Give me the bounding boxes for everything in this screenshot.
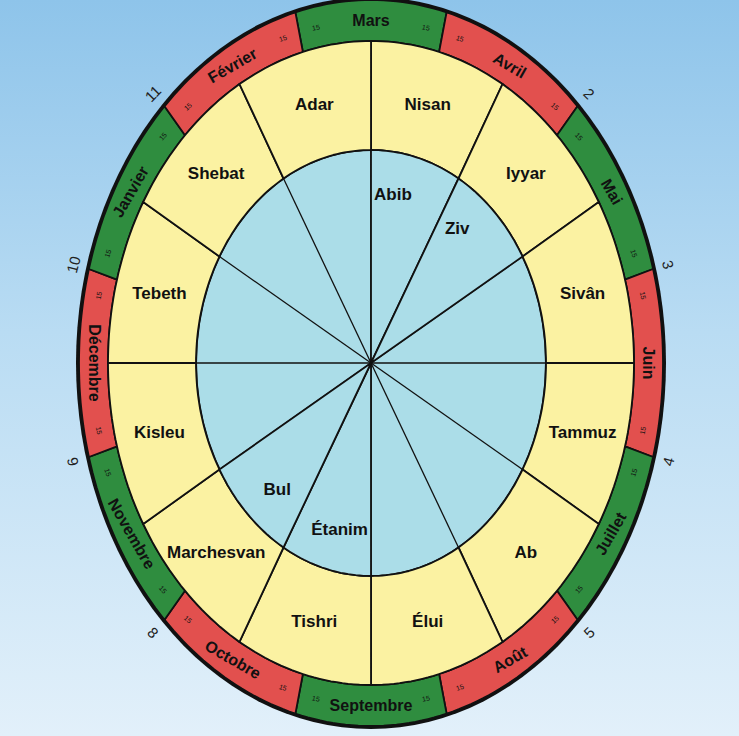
ancient-month-segment: Ziv	[369, 176, 525, 365]
spoke	[371, 362, 546, 363]
segment-shape	[369, 176, 525, 365]
ancient-month-name: Bul	[264, 481, 291, 498]
hebrew-month-name: Élui	[412, 613, 443, 630]
segment-fill	[108, 363, 219, 524]
spoke	[219, 257, 371, 364]
hebrew-month-name: Shebat	[188, 165, 245, 182]
inner-disc	[196, 150, 546, 576]
outer-border	[76, 0, 666, 729]
day-mark: 15	[312, 23, 321, 31]
hebrew-month-segment: Sivân	[520, 200, 636, 365]
ancient-month-name: Étanim	[311, 521, 368, 538]
hebrew-month-name: Tishri	[291, 613, 337, 630]
segment-fill	[219, 363, 371, 548]
boundary-number: 2	[581, 85, 598, 102]
spoke	[196, 362, 371, 363]
day-mark: 15	[312, 694, 321, 702]
hebrew-month-name: Adar	[295, 96, 334, 113]
day-mark: 15	[95, 426, 103, 435]
ancient-month-name: Abib	[374, 186, 412, 203]
hebrew-month-name: Marchesvan	[167, 544, 265, 561]
hebrew-month-name: Tebeth	[132, 285, 186, 302]
hebrew-month-name: Iyyar	[506, 165, 546, 182]
gregorian-month-name: Septembre	[330, 698, 413, 714]
hebrew-month-name: Tammuz	[549, 424, 617, 441]
hebrew-month-name: Ab	[515, 544, 538, 561]
segment-fill	[240, 41, 372, 179]
spoke	[371, 363, 523, 470]
boundary-number: 5	[581, 624, 598, 641]
hebrew-month-segment: Kisleu	[106, 361, 222, 526]
boundary-number: 8	[145, 624, 162, 641]
gregorian-month-name: Décembre	[86, 324, 102, 401]
segment-shape	[106, 361, 222, 526]
day-mark: 15	[421, 23, 430, 31]
ancient-month-name: Ziv	[445, 220, 470, 237]
boundary-number: 4	[660, 456, 677, 468]
gregorian-month-name: Juin	[641, 347, 657, 380]
gregorian-month-name: Mars	[352, 13, 389, 29]
spoke	[284, 179, 372, 363]
segment-fill	[371, 179, 523, 364]
day-mark: 15	[639, 291, 647, 300]
boundary-number: 3	[660, 258, 677, 270]
segment-fill	[371, 548, 503, 686]
hebrew-month-segment: Élui	[369, 545, 505, 687]
hebrew-month-name: Sivân	[560, 285, 605, 302]
spoke	[371, 363, 459, 547]
boundary-number: 10	[64, 254, 83, 274]
segment-shape	[520, 200, 636, 365]
hebrew-month-name: Nisan	[405, 96, 451, 113]
boundary-number: 9	[65, 456, 82, 468]
segment-fill	[523, 202, 634, 363]
boundary-number: 11	[142, 83, 164, 105]
hebrew-month-name: Kisleu	[134, 424, 185, 441]
